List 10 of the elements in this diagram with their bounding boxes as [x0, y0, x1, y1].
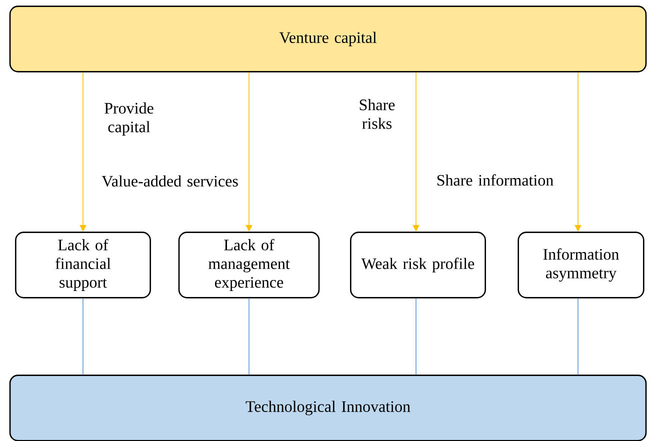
edge-label: Value-added services: [102, 175, 238, 187]
process-box: Lack of management experience: [178, 232, 320, 298]
process-box: Lack of financial support: [15, 232, 152, 298]
source-box: Venture capital: [9, 6, 647, 72]
process-box: Weak risk profile: [350, 232, 486, 298]
edge-label: Share information: [437, 174, 554, 186]
edge-label: Share risks: [360, 99, 395, 129]
process-box: Information asymmetry: [518, 232, 644, 298]
target-box: Technological Innovation: [9, 374, 647, 441]
edge-label: Provide capital: [104, 102, 154, 136]
